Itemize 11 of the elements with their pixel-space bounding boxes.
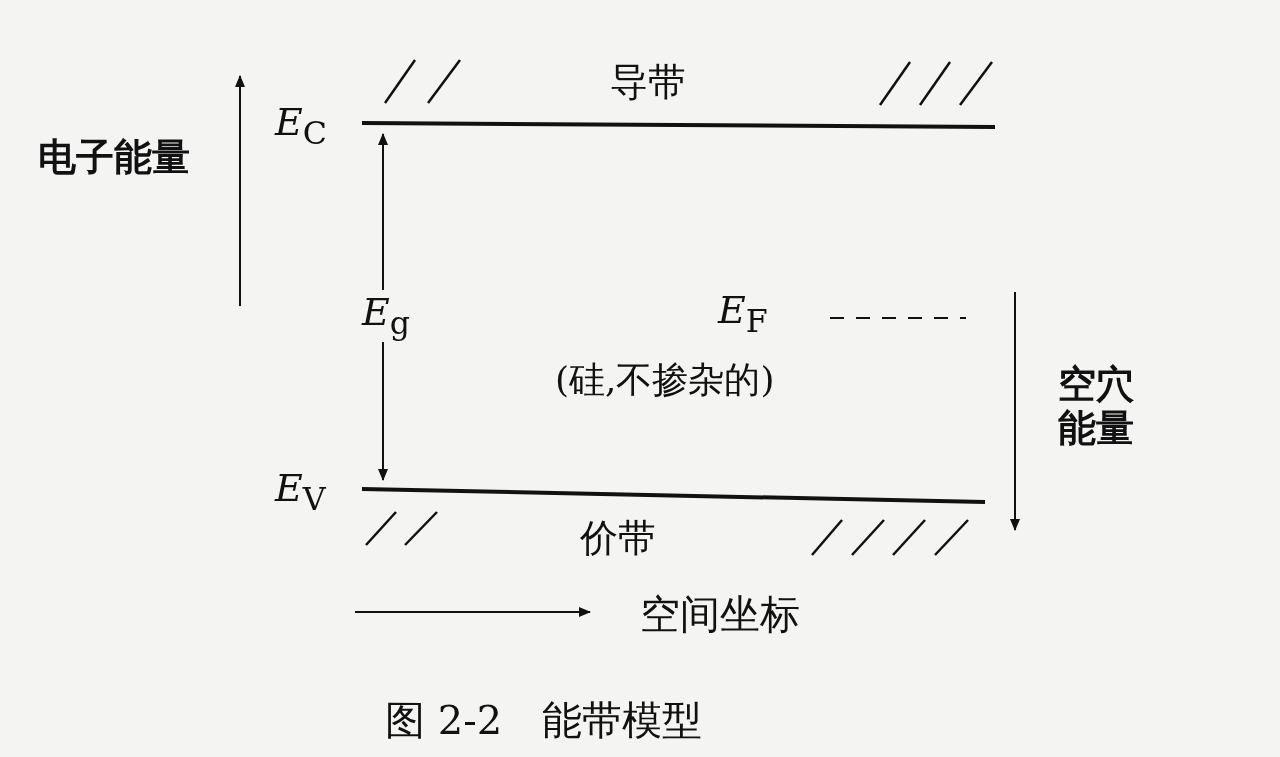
band-label: 导带 xyxy=(610,62,686,104)
energy-symbol: E$_{F}$ xyxy=(718,290,768,339)
energy-symbol: E$_{V}$ xyxy=(275,468,326,517)
energy-symbol: E$_{C}$ xyxy=(275,102,327,151)
axis-label: 空穴能量 xyxy=(1058,362,1135,450)
axis-label: 电子能量 xyxy=(38,136,190,178)
energy-symbol: E$_{g}$ xyxy=(362,290,410,343)
figure-caption: 图 2-2 能带模型 xyxy=(385,698,703,742)
axis-label: 空间坐标 xyxy=(640,592,800,636)
note-text: (硅,不掺杂的) xyxy=(555,360,775,400)
band-label: 价带 xyxy=(580,518,656,560)
